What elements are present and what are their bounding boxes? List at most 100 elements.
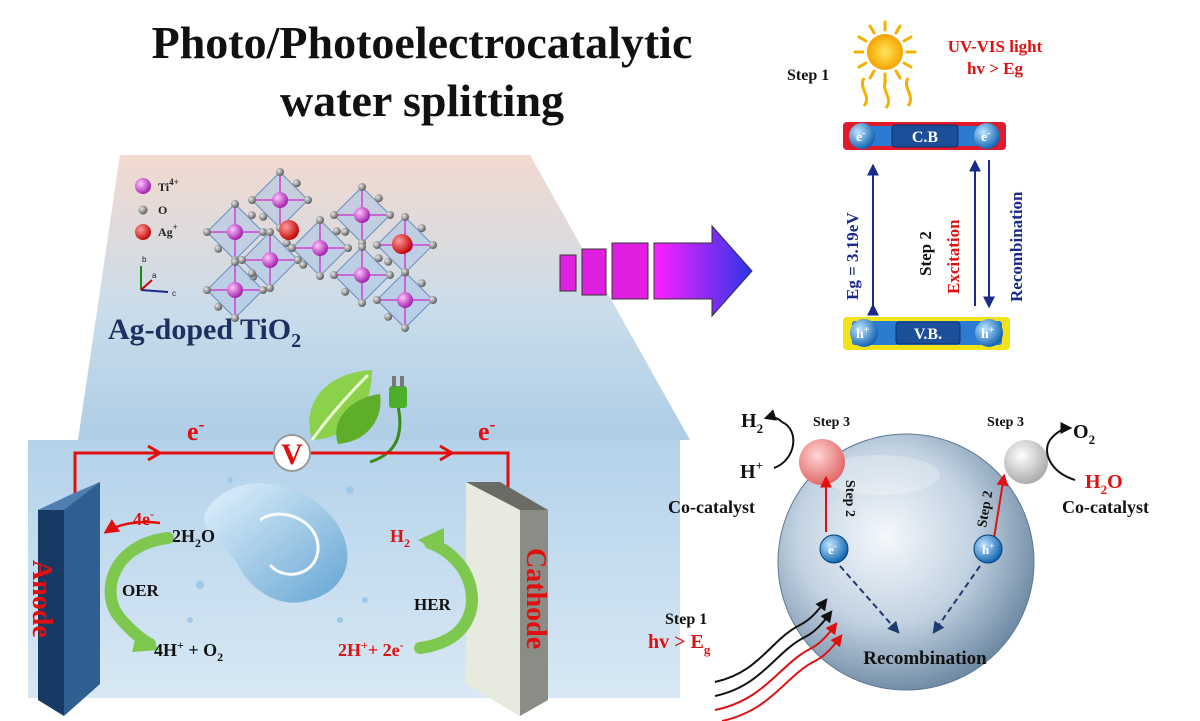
ti-atom [354,267,370,283]
anode-electron-arrow [103,519,161,534]
conduction-band: C.B e- e- [843,122,1006,150]
plug-icon [369,376,407,464]
step2-right-arrow [993,473,1009,539]
ti-atom [354,207,370,223]
o-atom [299,260,308,269]
transition-arrow [559,224,753,318]
crystal-label: Ag-doped TiO2 [108,313,301,352]
o-atom [330,271,338,279]
cocatalyst-left-icon [799,439,845,485]
o2-reaction-arrow [1046,422,1076,481]
cocatalyst-right-icon [1004,440,1048,484]
vb-hole-left [850,319,878,347]
her-reactants: 2H++ 2e- [338,638,404,660]
o-atom [259,212,268,221]
gap-label: Eg = 3.19eV [843,212,862,300]
wire-electron-right: e- [478,414,496,446]
oer-arrowhead [132,628,160,652]
crystal-legend: Ti4+ O Ag+ [135,177,179,240]
title-line2: water splitting [280,75,564,126]
recombination-arrow-right [932,565,981,634]
band-step1: Step 1 [787,67,829,84]
o-atom [259,228,267,236]
ag-atom [279,220,299,240]
o-atom [304,196,312,204]
sun-icon [853,20,917,109]
ti-atom [272,192,288,208]
her-label: HER [414,595,452,614]
particle-recombination: Recombination [863,648,987,669]
o-atom [341,227,350,236]
legend-o: O [158,203,167,217]
light-rays [714,598,843,721]
o-atom [374,254,383,263]
particle-highlight [820,455,940,495]
svg-text:h+: h+ [856,325,870,342]
o-atom [266,228,274,236]
particle-step1: Step 1 [665,611,707,628]
o-atom [316,272,324,280]
o-atom [259,286,267,294]
title-line1: Photo/Photoelectrocatalytic [152,17,693,68]
o-atom [417,224,426,233]
h2-reaction-arrow [763,409,783,423]
cocatalyst-right-label: Co-catalyst [1062,497,1149,517]
leaf-icon [309,370,381,444]
oer-label: OER [122,581,160,600]
o-atom-icon [138,205,148,215]
o-atom [203,286,211,294]
o-atom [344,244,352,252]
vb-label: V.B. [914,326,942,343]
legend-ag-charge: + [173,222,178,232]
cell-backdrop [28,440,680,698]
ti-atom [227,282,243,298]
water-splash-icon [187,477,368,623]
o-atom [231,314,239,322]
cathode-electrode [466,482,548,716]
svg-text:h+: h+ [982,541,994,557]
particle-hplus: H+ [740,458,763,483]
o-atom [238,256,246,264]
o-atom [429,241,437,249]
step2-right: Step 2 [975,490,996,529]
legend-ag: Ag [158,225,173,239]
o-atom [266,284,274,292]
photocatalyst-particle [777,433,1035,691]
particle-o2: O2 [1073,421,1095,447]
particle-h2: H2 [741,410,763,436]
o-atom [276,168,284,176]
ti-atom-icon [135,178,151,194]
ti-atom [397,292,413,308]
o-atom [374,194,383,203]
legend-ti-charge: 4+ [169,177,179,187]
her-arrowhead [418,528,444,556]
o-atom [401,213,409,221]
o-atom [358,243,366,251]
band-light: UV-VIS light [948,37,1043,56]
o-atom [316,216,324,224]
ti-atom [262,252,278,268]
axis-c-label: c [172,289,176,298]
axis-triad-icon: b a c [140,255,176,298]
o-atom [294,256,302,264]
o-atom [214,302,223,311]
recombination-arrow-left [839,565,900,634]
crystal-structure [203,168,437,332]
svg-text:Ti4+: Ti4+ [158,177,179,194]
svg-text:Ag+: Ag+ [158,222,178,239]
valence-band: V.B. h+ h+ [843,317,1010,350]
svg-text:e-: e- [856,128,866,145]
circuit-wire [73,444,510,497]
cocatalyst-left-label: Co-catalyst [668,497,755,517]
band-step2: Step 2 [916,231,935,276]
wire-electron-left: e- [187,414,205,446]
o-atom [288,244,296,252]
step3-right: Step 3 [987,415,1024,430]
cb-electron-left [849,123,875,149]
voltmeter-label: V [281,438,303,471]
o-atom [330,211,338,219]
wire-arrow-right [439,444,455,462]
axis-a-label: a [152,271,157,280]
band-hv: hv > Eg [967,59,1023,78]
recombination-label: Recombination [1007,191,1026,302]
